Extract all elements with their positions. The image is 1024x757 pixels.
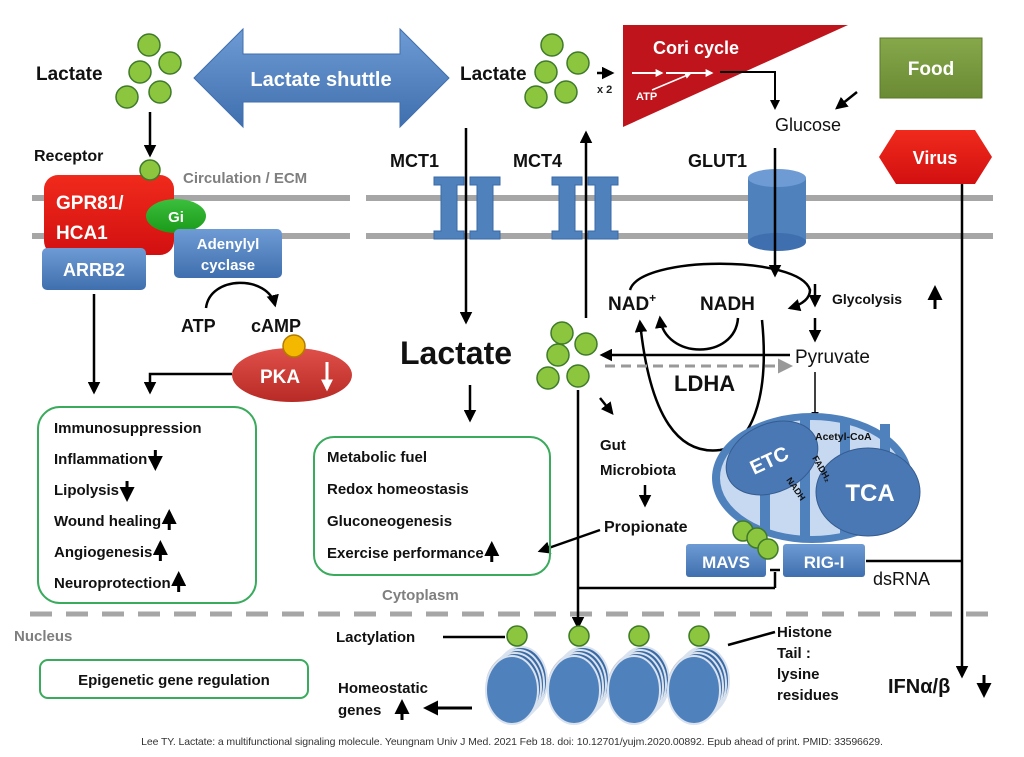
svg-text:RIG-I: RIG-I [804, 553, 845, 572]
lactate-molecules-center [536, 321, 598, 390]
svg-text:cyclase: cyclase [201, 257, 255, 274]
effect-item: Lipolysis [54, 482, 119, 499]
svg-text:Gi: Gi [168, 209, 184, 226]
effect-item: Inflammation [54, 451, 147, 468]
lactyl-group [568, 625, 590, 647]
svg-text:ARRB2: ARRB2 [63, 260, 125, 280]
gi-protein: Gi [146, 199, 206, 233]
compartment-label-nucleus: Nucleus [14, 628, 72, 645]
lactate-center-label: Lactate [400, 335, 512, 371]
glucose-label: Glucose [775, 115, 841, 135]
mct4-transporter [551, 176, 619, 240]
arrb2-box: ARRB2 [42, 248, 146, 290]
svg-text:MAVS: MAVS [702, 553, 750, 572]
svg-text:Food: Food [908, 59, 954, 80]
svg-text:HCA1: HCA1 [56, 223, 108, 244]
glut1-transporter [748, 169, 806, 251]
mct4-label: MCT4 [513, 151, 562, 171]
effect-item: Gluconeogenesis [327, 513, 452, 530]
gut-microbiota-label: Gut Microbiota [600, 437, 676, 479]
camp-bound [282, 334, 306, 358]
svg-text:ATP: ATP [636, 91, 657, 103]
lactate-molecules-mavs [732, 520, 779, 560]
tca-cycle: TCA [815, 447, 921, 537]
nucleosome [547, 625, 610, 725]
dsrna-label: dsRNA [873, 569, 930, 589]
food-box: Food [879, 37, 983, 99]
lactate-molecules-right [524, 33, 590, 109]
lactate-shuttle-arrow: Lactate shuttle [193, 27, 450, 129]
arrow-nadh-to-nad [654, 315, 740, 351]
lactate-label-right: Lactate [460, 64, 527, 85]
lactyl-group [688, 625, 710, 647]
effect-item: Wound healing [54, 513, 161, 530]
lactate-label-left: Lactate [36, 64, 103, 85]
svg-text:Virus: Virus [913, 148, 958, 168]
gpr81-receptor: GPR81/ HCA1 [44, 175, 174, 255]
bound-lactate [139, 159, 161, 181]
receptor-effects-box: ImmunosuppressionInflammationLipolysisWo… [37, 406, 257, 604]
histone-pointer [727, 630, 776, 647]
nadh-label: NADH [700, 294, 755, 315]
nucleosome [485, 625, 548, 725]
effect-item: Neuroprotection [54, 575, 171, 592]
homeostatic-genes-label: Homeostatic genes [338, 680, 432, 719]
arrow-atp-to-camp [204, 281, 279, 309]
arrow-cori-to-glucose [720, 71, 780, 110]
x2-label: x 2 [597, 84, 612, 96]
lactyl-group [628, 625, 650, 647]
etc-complex: ETC [725, 420, 819, 496]
lactate-molecules-left [115, 33, 182, 109]
svg-text:PKA: PKA [260, 367, 300, 388]
receptor-label: Receptor [34, 148, 103, 165]
mct1-label: MCT1 [390, 151, 439, 171]
glycolysis-label: Glycolysis [832, 291, 902, 307]
atp-label: ATP [181, 316, 216, 336]
svg-text:Adenylyl: Adenylyl [197, 236, 260, 253]
pyruvate-label: Pyruvate [795, 347, 870, 368]
compartment-label-cytoplasm: Cytoplasm [382, 587, 459, 604]
propionate-label: Propionate [604, 519, 688, 536]
histone-tail-label: Histone Tail : lysine residues [777, 624, 839, 704]
effect-item: Immunosuppression [54, 420, 202, 437]
svg-text:Cori cycle: Cori cycle [653, 38, 739, 58]
mct1-transporter [433, 176, 501, 240]
acetyl-coa-label: Acetyl-CoA [815, 431, 872, 443]
svg-text:TCA: TCA [845, 480, 894, 507]
mavs-inhibition-bar [770, 568, 780, 588]
epigenetic-box: Epigenetic gene regulation [39, 659, 309, 699]
pka-ellipse: PKA [232, 348, 352, 402]
citation: Lee TY. Lactate: a multifunctional signa… [141, 736, 883, 748]
nad-plus-label: NAD+ [608, 291, 656, 315]
camp-label: cAMP [251, 316, 301, 336]
nucleosome [667, 625, 730, 725]
svg-text:GPR81/: GPR81/ [56, 193, 124, 214]
virus-hexagon: Virus [879, 130, 992, 184]
arrow-pka-to-effects [143, 372, 232, 395]
arrow-nad-cycle-top [628, 262, 812, 312]
effect-item: Angiogenesis [54, 544, 152, 561]
nucleosome [607, 625, 670, 725]
mavs-box: MAVS [686, 544, 766, 577]
compartment-label-extracellular: Circulation / ECM [183, 170, 307, 187]
adenylyl-cyclase-box: Adenylyl cyclase [174, 229, 282, 278]
ifn-label: IFNα/β [888, 676, 950, 698]
lactylation-label: Lactylation [336, 629, 415, 646]
ldha-label: LDHA [674, 371, 735, 396]
svg-text:Lactate shuttle: Lactate shuttle [250, 69, 391, 91]
arrow-etc-loop [634, 319, 766, 452]
arrow-food-to-glucose [835, 91, 858, 110]
rig-i-box: RIG-I [783, 544, 865, 577]
effect-item: Metabolic fuel [327, 449, 427, 466]
lactyl-group [506, 625, 528, 647]
arrow-lactate-to-microbiota [599, 397, 614, 415]
effect-item: Exercise performance [327, 545, 484, 562]
svg-text:Epigenetic gene regulation: Epigenetic gene regulation [78, 672, 270, 689]
effect-item: Redox homeostasis [327, 481, 469, 498]
cori-cycle: Cori cycle ATP [623, 25, 848, 127]
glut1-label: GLUT1 [688, 151, 747, 171]
nucleosomes [485, 625, 730, 725]
